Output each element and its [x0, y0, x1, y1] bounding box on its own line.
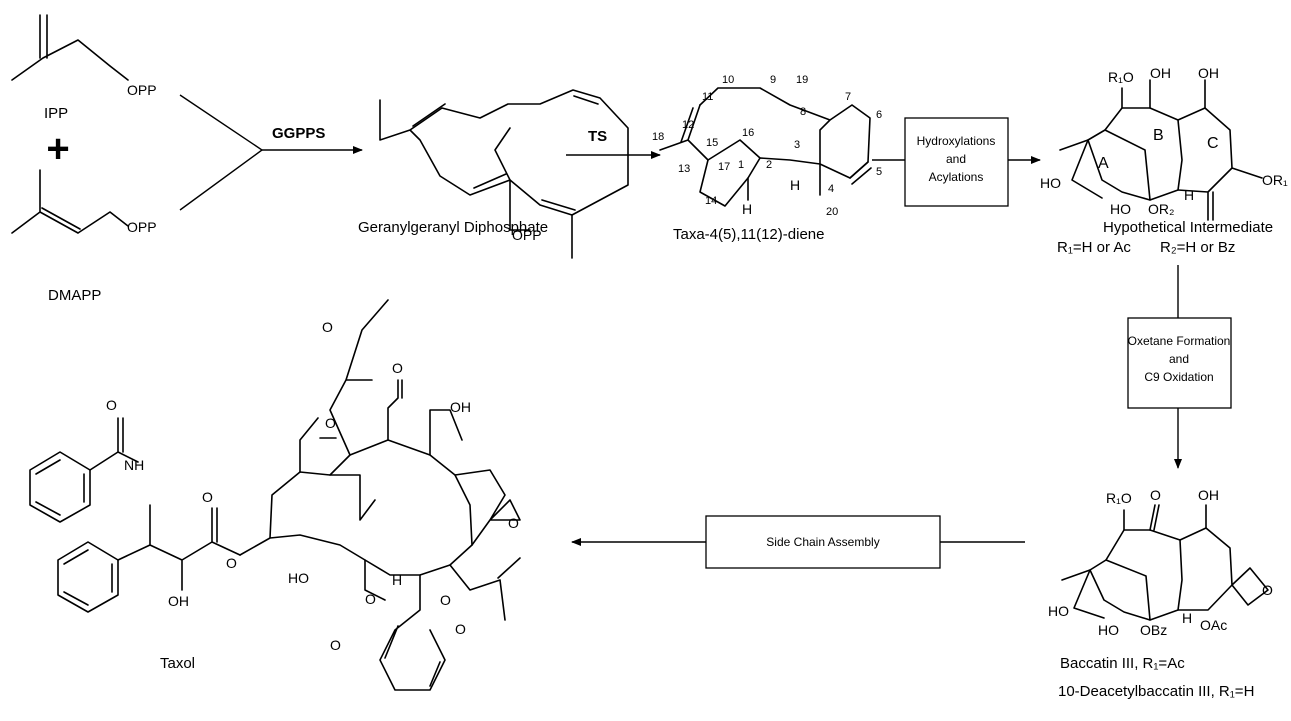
oxetane-line-2: and	[1169, 352, 1189, 366]
taxol-oh-sidechain-label: OH	[168, 593, 189, 609]
taxol-o-ester-label: O	[226, 555, 237, 571]
deacetylbaccatin-label: 10-Deacetylbaccatin III, R₁=H	[1058, 683, 1254, 700]
baccatin-ho-label-2: HO	[1098, 622, 1119, 638]
intermediate-ho-label-1: HO	[1040, 175, 1061, 191]
taxol-o-ketone-label: O	[392, 360, 403, 376]
taxol-o-ester-carbonyl-label: O	[202, 489, 213, 505]
taxol-label: Taxol	[160, 655, 195, 672]
intermediate-structure: R₁O OH OH OR₁ HO HO OR₂ H A B C	[1040, 65, 1288, 221]
taxol-oxetane-o-label: O	[508, 515, 519, 531]
carbon-number-1: 1	[738, 159, 744, 171]
oxetane-line-1: Oxetane Formation	[1128, 334, 1231, 348]
hydroxylation-line-3: Acylations	[929, 170, 984, 184]
ipp-structure: OPP	[11, 14, 157, 98]
ggpps-arrow	[179, 94, 363, 211]
carbon-number-18: 18	[652, 131, 664, 143]
hydroxylation-line-2: and	[946, 152, 966, 166]
ts-enzyme-label: TS	[588, 128, 607, 145]
carbon-number-2: 2	[766, 159, 772, 171]
dmapp-opp-label: OPP	[127, 219, 157, 235]
ggpps-enzyme-label: GGPPS	[272, 125, 325, 142]
taxol-o-benzoate-label: O	[365, 591, 376, 607]
carbon-number-15: 15	[706, 137, 718, 149]
intermediate-r1-label: R₁=H or Ac	[1057, 239, 1131, 256]
taxol-structure: O NH O OH O O O O OH O HO H O O O O	[29, 299, 521, 691]
dmapp-structure: OPP	[11, 169, 157, 235]
ggpp-structure	[379, 89, 629, 259]
plus-sign: +	[46, 127, 69, 171]
ipp-opp-label: OPP	[127, 82, 157, 98]
taxadiene-label: Taxa-4(5),11(12)-diene	[673, 226, 824, 243]
ring-label-c: C	[1207, 135, 1219, 152]
baccatin-oxetane-o-label: O	[1262, 582, 1273, 598]
carbon-number-14: 14	[705, 195, 717, 207]
intermediate-label: Hypothetical Intermediate	[1103, 219, 1273, 236]
side-chain-label: Side Chain Assembly	[766, 535, 879, 549]
hydroxylation-step: Hydroxylations and Acylations	[872, 117, 1041, 207]
oxetane-line-3: C9 Oxidation	[1144, 370, 1213, 384]
baccatin-o-label: O	[1150, 487, 1161, 503]
carbon-number-6: 6	[876, 109, 882, 121]
dmapp-label: DMAPP	[48, 287, 101, 304]
carbon-number-3: 3	[794, 139, 800, 151]
intermediate-oh-label-1: OH	[1150, 65, 1171, 81]
baccatin-oac-label: OAc	[1200, 617, 1227, 633]
baccatin-structure: R₁O O OH O HO HO OBz H OAc	[1048, 487, 1273, 638]
intermediate-or1-label: OR₁	[1262, 172, 1288, 188]
carbon-number-12: 12	[682, 119, 694, 131]
carbon-number-20: 20	[826, 206, 838, 218]
taxol-o-acetate-label: O	[440, 592, 451, 608]
baccatin-ho-label-1: HO	[1048, 603, 1069, 619]
oxetane-step: Oxetane Formation and C9 Oxidation	[1127, 265, 1232, 469]
taxol-ho-label: HO	[288, 570, 309, 586]
intermediate-ho-label-2: HO	[1110, 201, 1131, 217]
carbon-number-17: 17	[718, 161, 730, 173]
carbon-number-11: 11	[702, 91, 713, 103]
intermediate-h-label: H	[1184, 187, 1194, 203]
taxol-nh-label: NH	[124, 457, 144, 473]
ring-label-a: A	[1098, 155, 1109, 172]
taxadiene-h-label-3: H	[790, 177, 800, 193]
carbon-number-13: 13	[678, 163, 690, 175]
carbon-number-16: 16	[742, 127, 754, 139]
intermediate-r1o-label: R₁O	[1108, 69, 1134, 85]
hydroxylation-line-1: Hydroxylations	[917, 134, 996, 148]
carbon-number-7: 7	[845, 91, 851, 103]
carbon-number-10: 10	[722, 74, 734, 86]
taxol-oh-label: OH	[450, 399, 471, 415]
taxol-o-amide-label: O	[106, 397, 117, 413]
taxol-o-acetyl-carbonyl-label: O	[322, 319, 333, 335]
carbon-number-5: 5	[876, 166, 882, 178]
intermediate-oh-label-2: OH	[1198, 65, 1219, 81]
taxol-o-acetate-carbonyl-label: O	[455, 621, 466, 637]
carbon-number-9: 9	[770, 74, 776, 86]
baccatin-obz-label: OBz	[1140, 622, 1167, 638]
side-chain-step: Side Chain Assembly	[571, 515, 1025, 569]
baccatin-r1o-label: R₁O	[1106, 490, 1132, 506]
taxol-h-label: H	[392, 572, 402, 588]
baccatin-label: Baccatin III, R₁=Ac	[1060, 655, 1185, 672]
taxadiene-h-label-1: H	[742, 201, 752, 217]
carbon-number-4: 4	[828, 183, 834, 195]
ring-label-b: B	[1153, 127, 1164, 144]
baccatin-oh-label: OH	[1198, 487, 1219, 503]
ipp-label: IPP	[44, 105, 68, 122]
carbon-number-19: 19	[796, 74, 808, 86]
intermediate-r2-label: R₂=H or Bz	[1160, 239, 1235, 256]
ggpp-label: Geranylgeranyl Diphosphate	[358, 219, 548, 236]
taxol-o-acetyl-label: O	[325, 415, 336, 431]
ggpp-opp-label: OPP	[512, 227, 542, 243]
baccatin-h-label: H	[1182, 610, 1192, 626]
carbon-number-8: 8	[800, 106, 806, 118]
taxadiene-structure: 18 11 10 9 19 7 6 12 15 16 8 13 17 3 5 1…	[652, 74, 882, 218]
taxol-o-benzoate-carbonyl-label: O	[330, 637, 341, 653]
intermediate-or2-label: OR₂	[1148, 201, 1174, 217]
